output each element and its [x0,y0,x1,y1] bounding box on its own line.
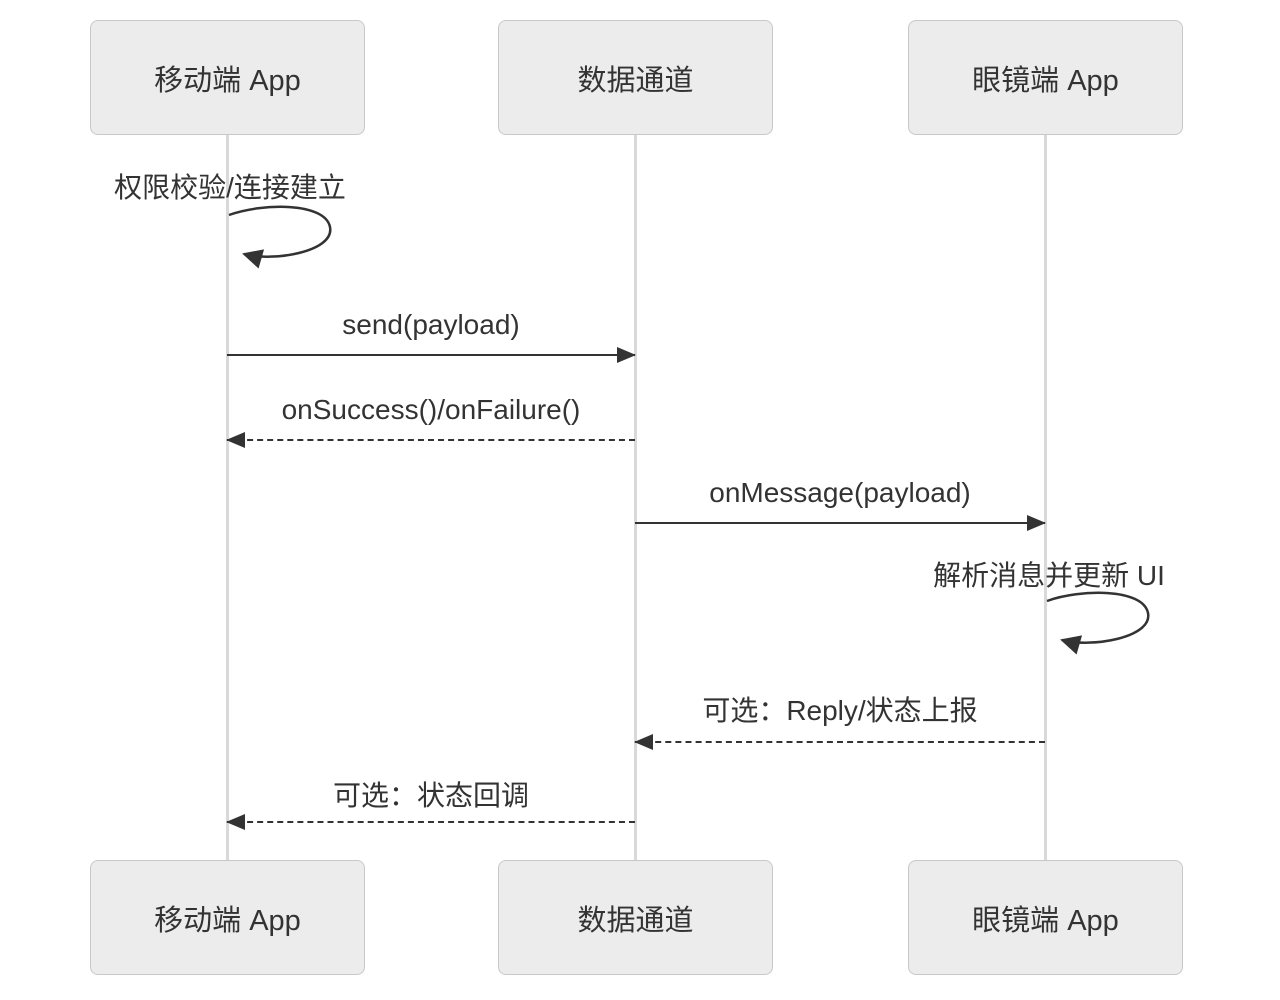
actor-label: 移动端 App [154,64,301,97]
actor-top-glasses-app: 眼镜端 App [908,20,1183,135]
arrowhead-left-icon [226,432,245,448]
actor-label: 眼镜端 App [972,64,1119,97]
message-label-send: send(payload) [342,309,520,340]
actor-bottom-glasses-app: 眼镜端 App [908,860,1183,975]
arrow-status-callback [226,814,635,830]
message-label-reply: 可选：Reply/状态上报 [702,695,978,726]
arrowhead-right-icon [617,347,636,363]
lifeline-data-channel [634,135,637,860]
arrow-reply [634,734,1045,750]
arrow-onsuccess [226,432,635,448]
arrow-onmessage [635,515,1046,531]
actor-bottom-mobile-app: 移动端 App [90,860,365,975]
message-label-status-callback: 可选：状态回调 [332,780,530,811]
message-label-self-parse: 解析消息并更新 UI [933,560,1165,591]
arrowhead-left-icon [226,814,245,830]
actor-top-mobile-app: 移动端 App [90,20,365,135]
arrowhead-left-icon [634,734,653,750]
actor-label: 数据通道 [577,904,694,937]
lifeline-glasses-app [1044,135,1047,860]
message-label-onmessage: onMessage(payload) [709,477,971,508]
actor-label: 移动端 App [154,904,301,937]
actor-label: 数据通道 [577,64,694,97]
arrowhead-right-icon [1027,515,1046,531]
actor-top-data-channel: 数据通道 [498,20,773,135]
message-label-self-auth: 权限校验/连接建立 [114,172,346,203]
lifeline-mobile-app [226,135,229,860]
self-loop-arrow-mobile [228,205,332,269]
arrow-send [227,347,636,363]
actor-bottom-data-channel: 数据通道 [498,860,773,975]
self-loop-arrow-glasses [1046,591,1150,655]
actor-label: 眼镜端 App [972,904,1119,937]
message-label-callback: onSuccess()/onFailure() [281,394,581,425]
